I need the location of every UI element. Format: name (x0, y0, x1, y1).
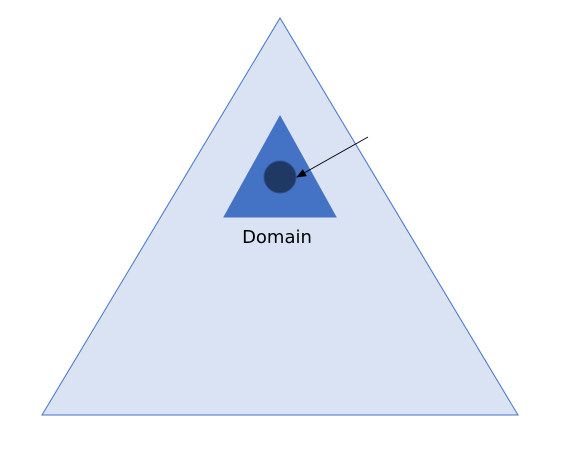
domain-label: Domain (242, 227, 312, 248)
target-dot (263, 160, 297, 194)
pointer-arrow (296, 136, 369, 178)
